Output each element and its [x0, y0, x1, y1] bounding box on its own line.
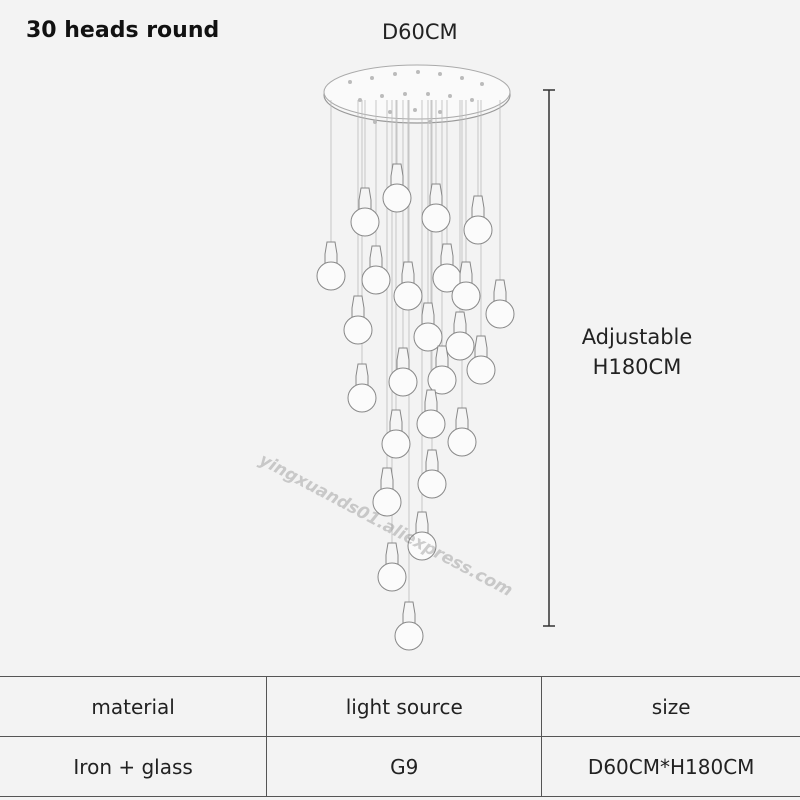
spec-table: material light source size Iron + glass …: [0, 676, 800, 797]
bulb: [407, 511, 437, 561]
bulb: [316, 241, 346, 291]
bulb: [445, 311, 475, 361]
bulb: [416, 389, 446, 439]
bulb: [432, 243, 462, 293]
bulb: [466, 335, 496, 385]
bulb: [361, 245, 391, 295]
spec-header-size: size: [541, 676, 800, 737]
bulb: [393, 261, 423, 311]
bulb: [421, 183, 451, 233]
pendant-wires: [330, 100, 501, 602]
spec-value-material: Iron + glass: [0, 736, 267, 797]
bulb: [347, 363, 377, 413]
bulb: [417, 449, 447, 499]
height-dimension-line: [543, 89, 555, 627]
spec-header-light-source: light source: [266, 676, 542, 737]
spec-value-row: Iron + glass G9 D60CM*H180CM: [0, 736, 800, 797]
bulb: [388, 347, 418, 397]
bulb: [451, 261, 481, 311]
bulb: [485, 279, 515, 329]
spec-header-material: material: [0, 676, 267, 737]
spec-header-row: material light source size: [0, 676, 800, 737]
ceiling-canopy: [323, 64, 511, 124]
adjustable-text: Adjustable: [581, 325, 693, 349]
pendant-bulbs: [316, 163, 515, 651]
bulb: [343, 295, 373, 345]
bulb: [413, 302, 443, 352]
height-label: Adjustable H180CM: [577, 322, 697, 382]
bulb: [394, 601, 424, 651]
bulb: [372, 467, 402, 517]
bulb: [377, 542, 407, 592]
bulb: [463, 195, 493, 245]
bulb: [382, 163, 412, 213]
bulb: [447, 407, 477, 457]
spec-value-light-source: G9: [266, 736, 542, 797]
product-title: 30 heads round: [26, 18, 220, 43]
height-text: H180CM: [592, 355, 682, 379]
bulb: [350, 187, 380, 237]
bulb: [381, 409, 411, 459]
chandelier-illustration: [316, 64, 555, 651]
bulb: [427, 345, 457, 395]
spec-value-size: D60CM*H180CM: [541, 736, 800, 797]
diameter-label: D60CM: [382, 20, 458, 44]
